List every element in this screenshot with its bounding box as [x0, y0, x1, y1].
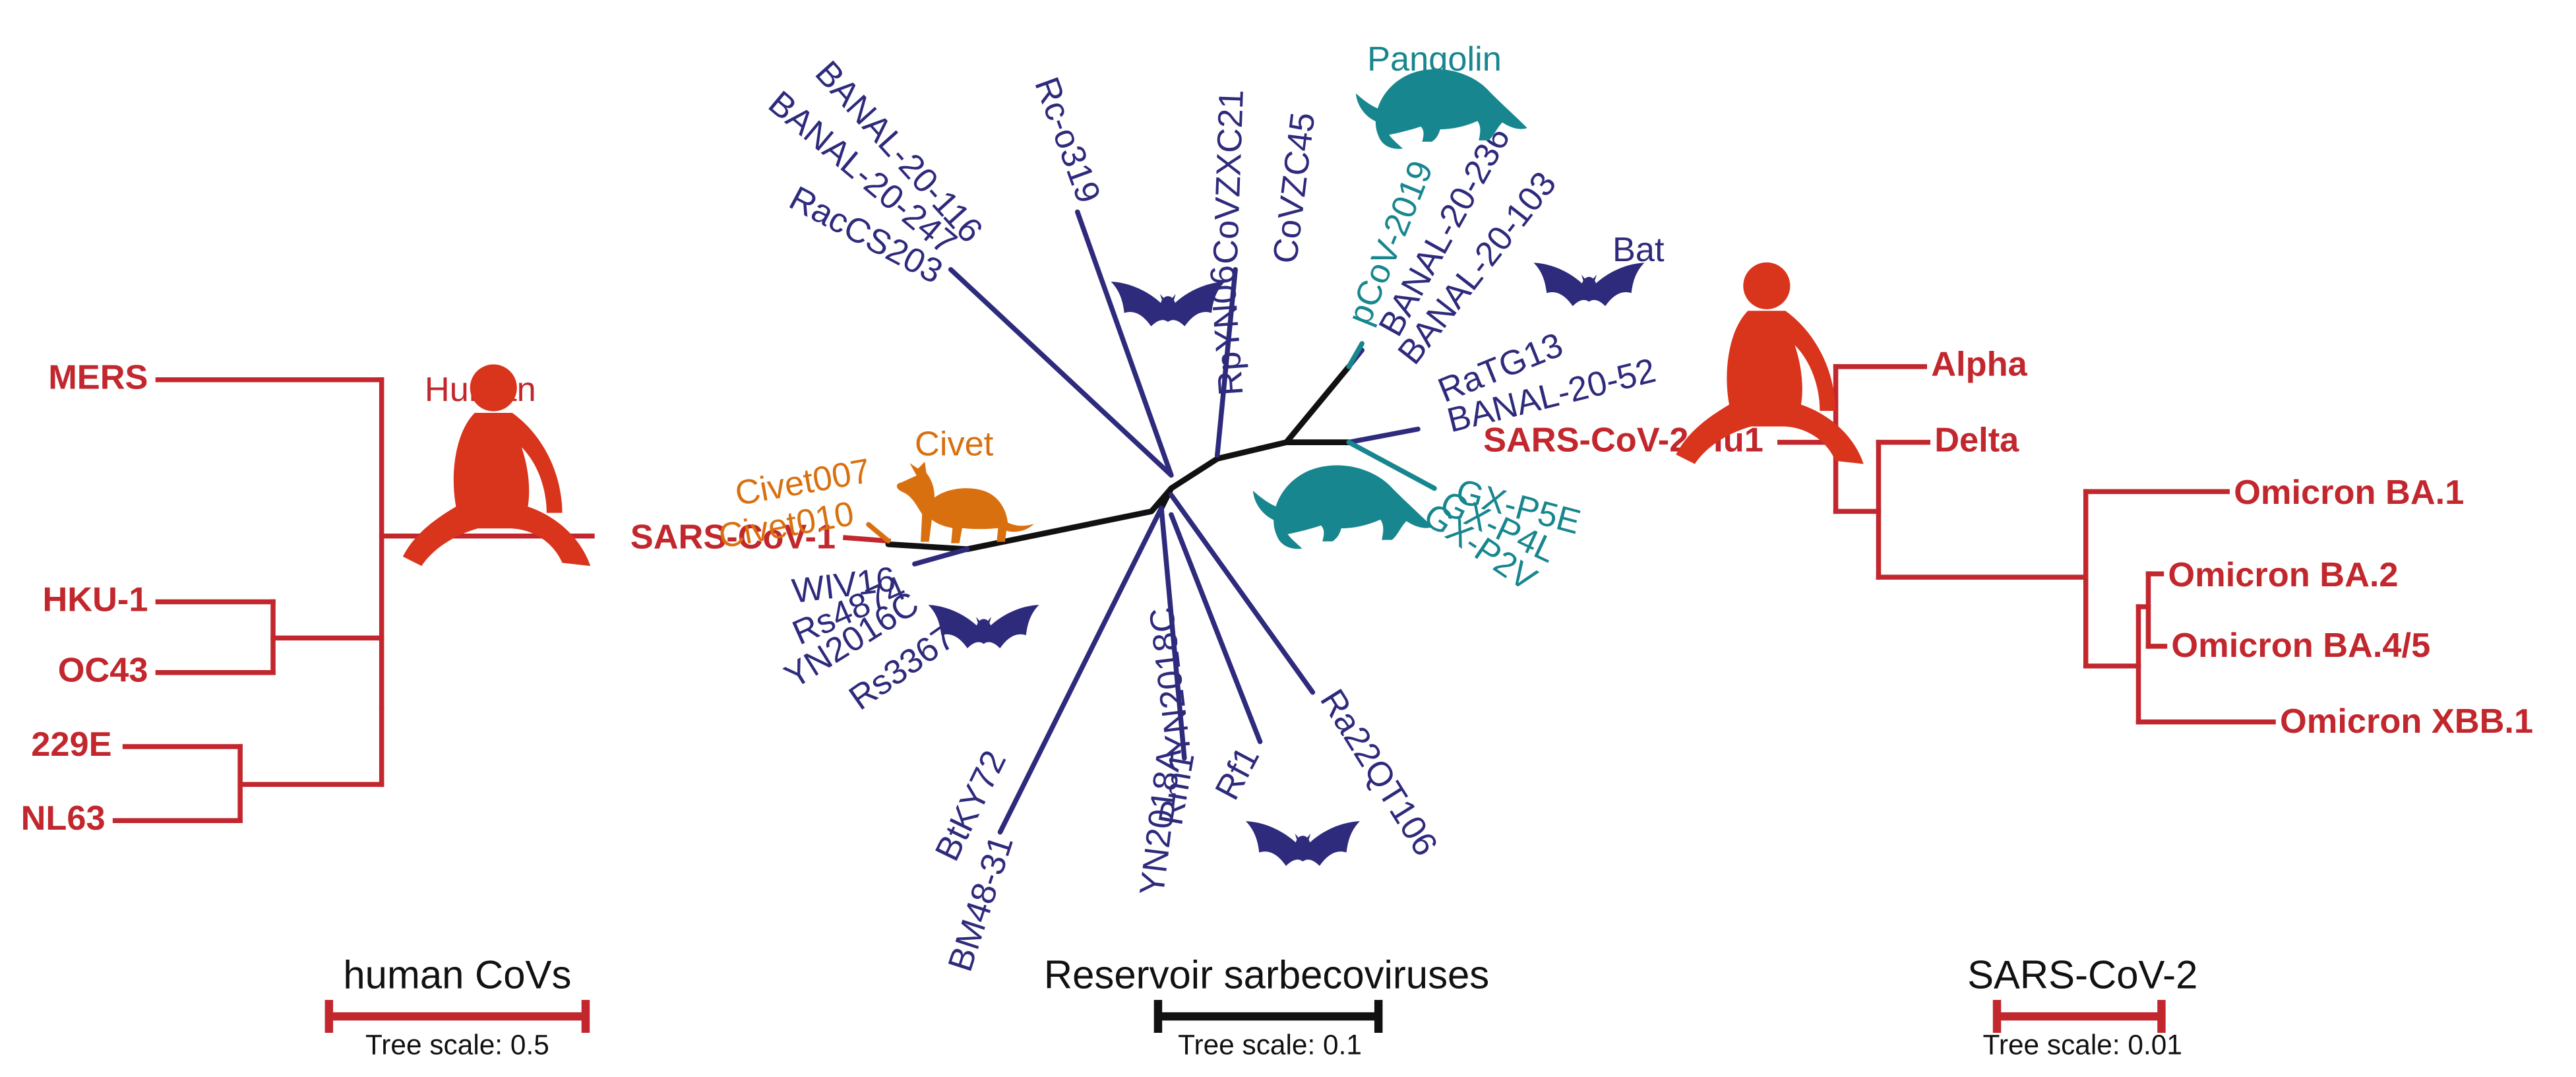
tip-alpha: Alpha — [1931, 346, 2027, 384]
tip-omicron-xbb1: Omicron XBB.1 — [2280, 702, 2533, 741]
civet-branch — [866, 522, 891, 543]
tip-covzc45: CoVZC45 — [1266, 110, 1323, 265]
sars-cov-2-branches — [1777, 364, 2276, 725]
tip-yn2018c: YN2018C — [1143, 605, 1199, 758]
pangolin-silhouette-icon — [1252, 465, 1432, 549]
host-label-civet: Civet — [915, 425, 994, 464]
tip-sars-cov-1: SARS-CoV-1 — [630, 518, 836, 557]
tip-nl63: NL63 — [21, 799, 106, 838]
tip-oc43: OC43 — [58, 652, 148, 690]
reservoir-scale-label: Tree scale: 0.1 — [1178, 1029, 1362, 1060]
sars-cov-2-title: SARS-CoV-2 — [1967, 953, 2197, 997]
reservoir-pangolin-branches — [1346, 341, 1437, 491]
tip-mers: MERS — [48, 359, 148, 397]
reservoir-scale-bar: Reservoir sarbecoviruses Tree scale: 0.1 — [1044, 953, 1489, 1061]
tip-hku-1: HKU-1 — [42, 580, 148, 619]
human-silhouette-icon — [1676, 262, 1864, 464]
reservoir-title: Reservoir sarbecoviruses — [1044, 953, 1489, 997]
tip-rc-o319: Rc-o319 — [1027, 73, 1107, 208]
reservoir-bat-branches — [912, 209, 1421, 835]
tip-rf1: Rf1 — [1208, 741, 1267, 806]
sars-cov-2-scale-bar: SARS-CoV-2 Tree scale: 0.01 — [1967, 953, 2197, 1061]
sars-cov-2-tree: SARS-CoV-2 Hu1 Alpha Delta Omicron BA.1 … — [1483, 262, 2533, 1061]
tip-omicron-ba45: Omicron BA.4/5 — [2171, 627, 2430, 665]
tip-229e: 229E — [31, 725, 111, 764]
human-covs-title: human CoVs — [343, 953, 571, 997]
human-covs-scale-label: Tree scale: 0.5 — [365, 1029, 549, 1060]
tip-delta: Delta — [1934, 421, 2019, 459]
bat-silhouette-icon — [1245, 821, 1360, 866]
tip-omicron-ba2: Omicron BA.2 — [2168, 556, 2398, 594]
reservoir-tree: BANAL-20-116 BANAL-20-247 RacCS203 Rc-o3… — [716, 40, 1665, 1061]
tip-covzxc21: CoVZXC21 — [1207, 89, 1251, 265]
host-label-bat: Bat — [1612, 231, 1665, 269]
human-covs-tree: MERS HKU-1 OC43 229E NL63 Human human Co… — [21, 359, 595, 1060]
human-covs-branches — [112, 377, 595, 824]
civet-silhouette-icon — [896, 462, 1034, 543]
bat-silhouette-icon — [1533, 262, 1645, 307]
tip-omicron-ba1: Omicron BA.1 — [2234, 474, 2464, 512]
human-covs-scale-bar: human CoVs Tree scale: 0.5 — [324, 953, 590, 1060]
sars-cov-2-scale-label: Tree scale: 0.01 — [1983, 1029, 2182, 1060]
